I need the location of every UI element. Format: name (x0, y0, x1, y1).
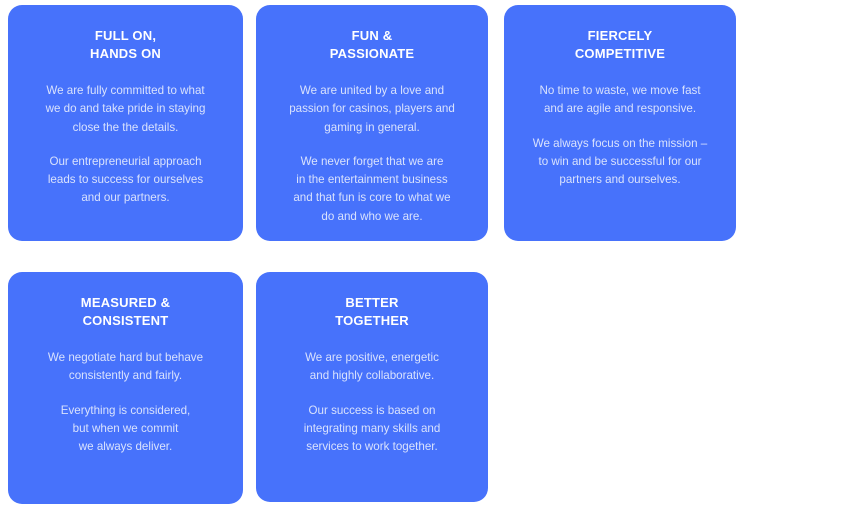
value-card-body: No time to waste, we move fast and are a… (520, 82, 720, 190)
value-card-body: We are fully committed to what we do and… (24, 82, 227, 208)
value-card-paragraph: We always focus on the mission – to win … (532, 136, 708, 187)
value-card-title: FUN & PASSIONATE (329, 28, 415, 62)
value-card-paragraph: We are positive, energetic and highly co… (305, 350, 439, 383)
value-card-title: FIERCELY COMPETITIVE (574, 28, 666, 62)
value-card-title: BETTER TOGETHER (335, 295, 409, 329)
value-card-better-together[interactable]: BETTER TOGETHER We are positive, energet… (256, 272, 488, 502)
value-card-title: MEASURED & CONSISTENT (80, 295, 171, 329)
value-card-body: We are united by a love and passion for … (272, 82, 472, 226)
value-card-paragraph: We are fully committed to what we do and… (45, 83, 206, 134)
value-card-paragraph: Everything is considered, but when we co… (60, 403, 191, 454)
value-card-fiercely-competitive[interactable]: FIERCELY COMPETITIVE No time to waste, w… (504, 5, 736, 241)
value-card-paragraph: Our entrepreneurial approach leads to su… (47, 154, 204, 205)
value-card-paragraph: We never forget that we are in the enter… (293, 154, 451, 223)
value-card-fun-and-passionate[interactable]: FUN & PASSIONATE We are united by a love… (256, 5, 488, 241)
value-card-paragraph: Our success is based on integrating many… (303, 403, 441, 454)
value-card-body: We negotiate hard but behave consistentl… (24, 349, 227, 457)
value-card-body: We are positive, energetic and highly co… (272, 349, 472, 457)
value-card-paragraph: We negotiate hard but behave consistentl… (47, 350, 204, 383)
value-card-paragraph: We are united by a love and passion for … (289, 83, 455, 134)
value-card-full-on-hands-on[interactable]: FULL ON, HANDS ON We are fully committed… (8, 5, 243, 241)
value-card-measured-and-consistent[interactable]: MEASURED & CONSISTENT We negotiate hard … (8, 272, 243, 504)
value-card-title: FULL ON, HANDS ON (90, 28, 161, 62)
value-card-paragraph: No time to waste, we move fast and are a… (539, 83, 701, 116)
